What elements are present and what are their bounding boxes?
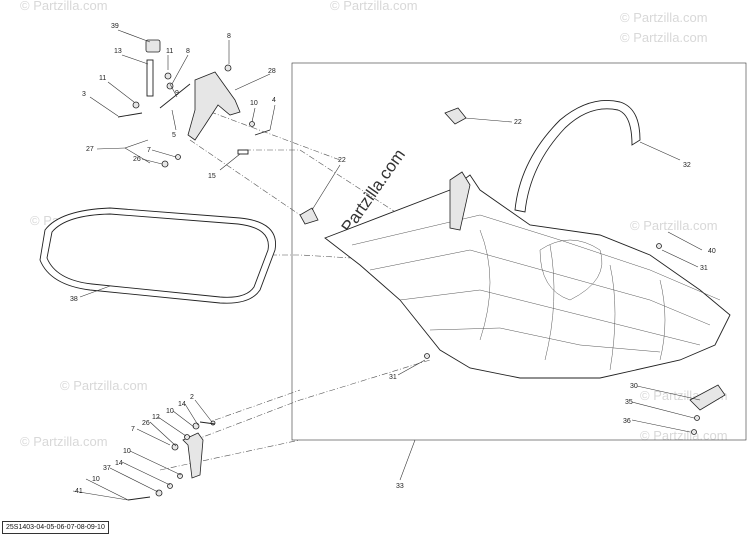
clip-part <box>444 107 467 125</box>
callout-14: 14 <box>115 460 123 467</box>
projection-lines <box>159 107 431 471</box>
callout-40: 40 <box>708 248 716 255</box>
callout-10: 10 <box>92 476 100 483</box>
latch-link-assembly <box>127 420 216 501</box>
callout-37: 37 <box>103 465 111 472</box>
callout-26: 26 <box>133 156 141 163</box>
callout-41: 41 <box>75 488 83 495</box>
callout-22: 22 <box>514 119 522 126</box>
callout-8: 8 <box>227 33 231 40</box>
callout-12: 12 <box>152 414 160 421</box>
callout-7: 7 <box>147 147 151 154</box>
callout-35: 35 <box>625 399 633 406</box>
watermark: © Partzilla.com <box>620 10 708 25</box>
damper-part <box>146 59 154 97</box>
callout-10: 10 <box>166 408 174 415</box>
callout-5: 5 <box>172 132 176 139</box>
watermark: © Partzilla.com <box>620 30 708 45</box>
callout-39: 39 <box>111 23 119 30</box>
bracket-part <box>145 39 161 53</box>
callout-10: 10 <box>123 448 131 455</box>
watermark: © Partzilla.com <box>20 434 108 449</box>
seat-assembly-frame <box>291 62 747 441</box>
callout-10: 10 <box>250 100 258 107</box>
callout-4: 4 <box>272 97 276 104</box>
grab-strap <box>514 100 641 213</box>
seal-ring <box>39 207 276 304</box>
callout-31: 31 <box>389 374 397 381</box>
callout-3: 3 <box>82 91 86 98</box>
callout-38: 38 <box>70 296 78 303</box>
callout-32: 32 <box>683 162 691 169</box>
callout-36: 36 <box>623 418 631 425</box>
seat-handle-base <box>449 171 471 231</box>
callout-8: 8 <box>186 48 190 55</box>
callout-labels: 39 13 11 8 8 11 3 28 9 5 10 4 27 7 26 15… <box>70 23 716 495</box>
hinge-bracket-assembly <box>117 39 271 168</box>
watermark: © Partzilla.com <box>60 378 148 393</box>
callout-26: 26 <box>142 420 150 427</box>
callout-13: 13 <box>114 48 122 55</box>
watermark: © Partzilla.com <box>640 428 728 443</box>
latch-part <box>689 384 726 411</box>
callout-22: 22 <box>338 157 346 164</box>
callout-9: 9 <box>175 90 179 97</box>
watermark: © Partzilla.com <box>20 0 108 13</box>
callout-15: 15 <box>208 173 216 180</box>
callout-30: 30 <box>630 383 638 390</box>
callout-7: 7 <box>131 426 135 433</box>
reference-code: 25S1403-04-05-06-07-08-09-10 <box>2 521 109 534</box>
callout-11: 11 <box>99 75 106 82</box>
hinge-arm-part <box>187 71 241 141</box>
callout-14: 14 <box>178 401 186 408</box>
clip-part <box>299 207 319 225</box>
callout-33: 33 <box>396 483 404 490</box>
seat-cushion <box>299 107 731 435</box>
callout-27: 27 <box>86 146 94 153</box>
callout-11: 11 <box>166 48 173 55</box>
callout-31: 31 <box>700 265 708 272</box>
callout-2: 2 <box>190 394 194 401</box>
leader-lines <box>72 29 703 501</box>
callout-28: 28 <box>268 68 276 75</box>
link-plate <box>182 432 204 479</box>
watermark: © Partzilla.com <box>630 218 718 233</box>
watermark: © Partzilla.com <box>330 0 418 13</box>
